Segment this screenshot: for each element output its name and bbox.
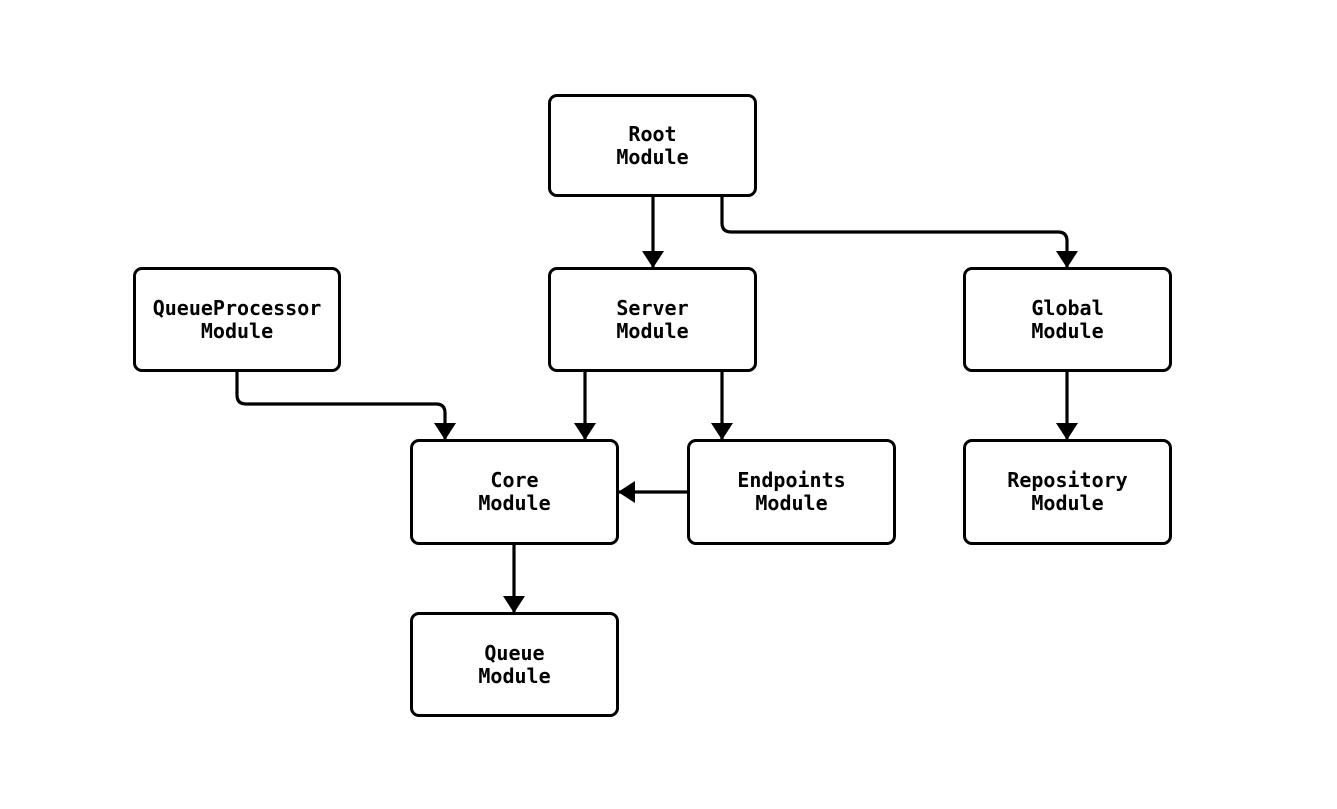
node-core-label-line: Core (490, 468, 539, 492)
arrowhead-server-to-endpoints (711, 423, 733, 440)
node-endpoints-label-line: Module (755, 491, 828, 515)
node-repository-label-line: Repository (1007, 468, 1128, 492)
node-queue-label-line: Queue (484, 640, 545, 665)
node-endpoints-label-line: Endpoints (737, 468, 846, 492)
node-core-label-line: Module (478, 491, 551, 515)
node-root-label-line: Module (616, 144, 689, 169)
arrowhead-root-to-global (1056, 251, 1078, 268)
node-queueprocessor-label-line: Module (200, 318, 274, 343)
node-server-label-line: Module (616, 318, 689, 343)
arrowhead-root-to-server (642, 251, 664, 268)
edge-root-to-global (720, 195, 1069, 268)
node-queueprocessor-label-line: QueueProcessor (152, 295, 322, 320)
node-global-label-line: Global (1031, 295, 1104, 320)
node-server-label-line: Server (616, 295, 689, 320)
arrowhead-core-to-queue (503, 596, 525, 613)
node-root-label-line: Root (628, 121, 677, 146)
arrowhead-global-to-repository (1056, 423, 1078, 440)
node-repository-label-line: Module (1031, 491, 1104, 515)
arrowhead-queueprocessor-to-core (434, 423, 456, 440)
arrowhead-endpoints-to-core (618, 481, 635, 503)
arrowhead-server-to-core (574, 423, 596, 440)
node-global-label-line: Module (1031, 318, 1104, 343)
edge-queueprocessor-to-core (235, 370, 447, 440)
node-queue-label-line: Module (478, 663, 551, 688)
